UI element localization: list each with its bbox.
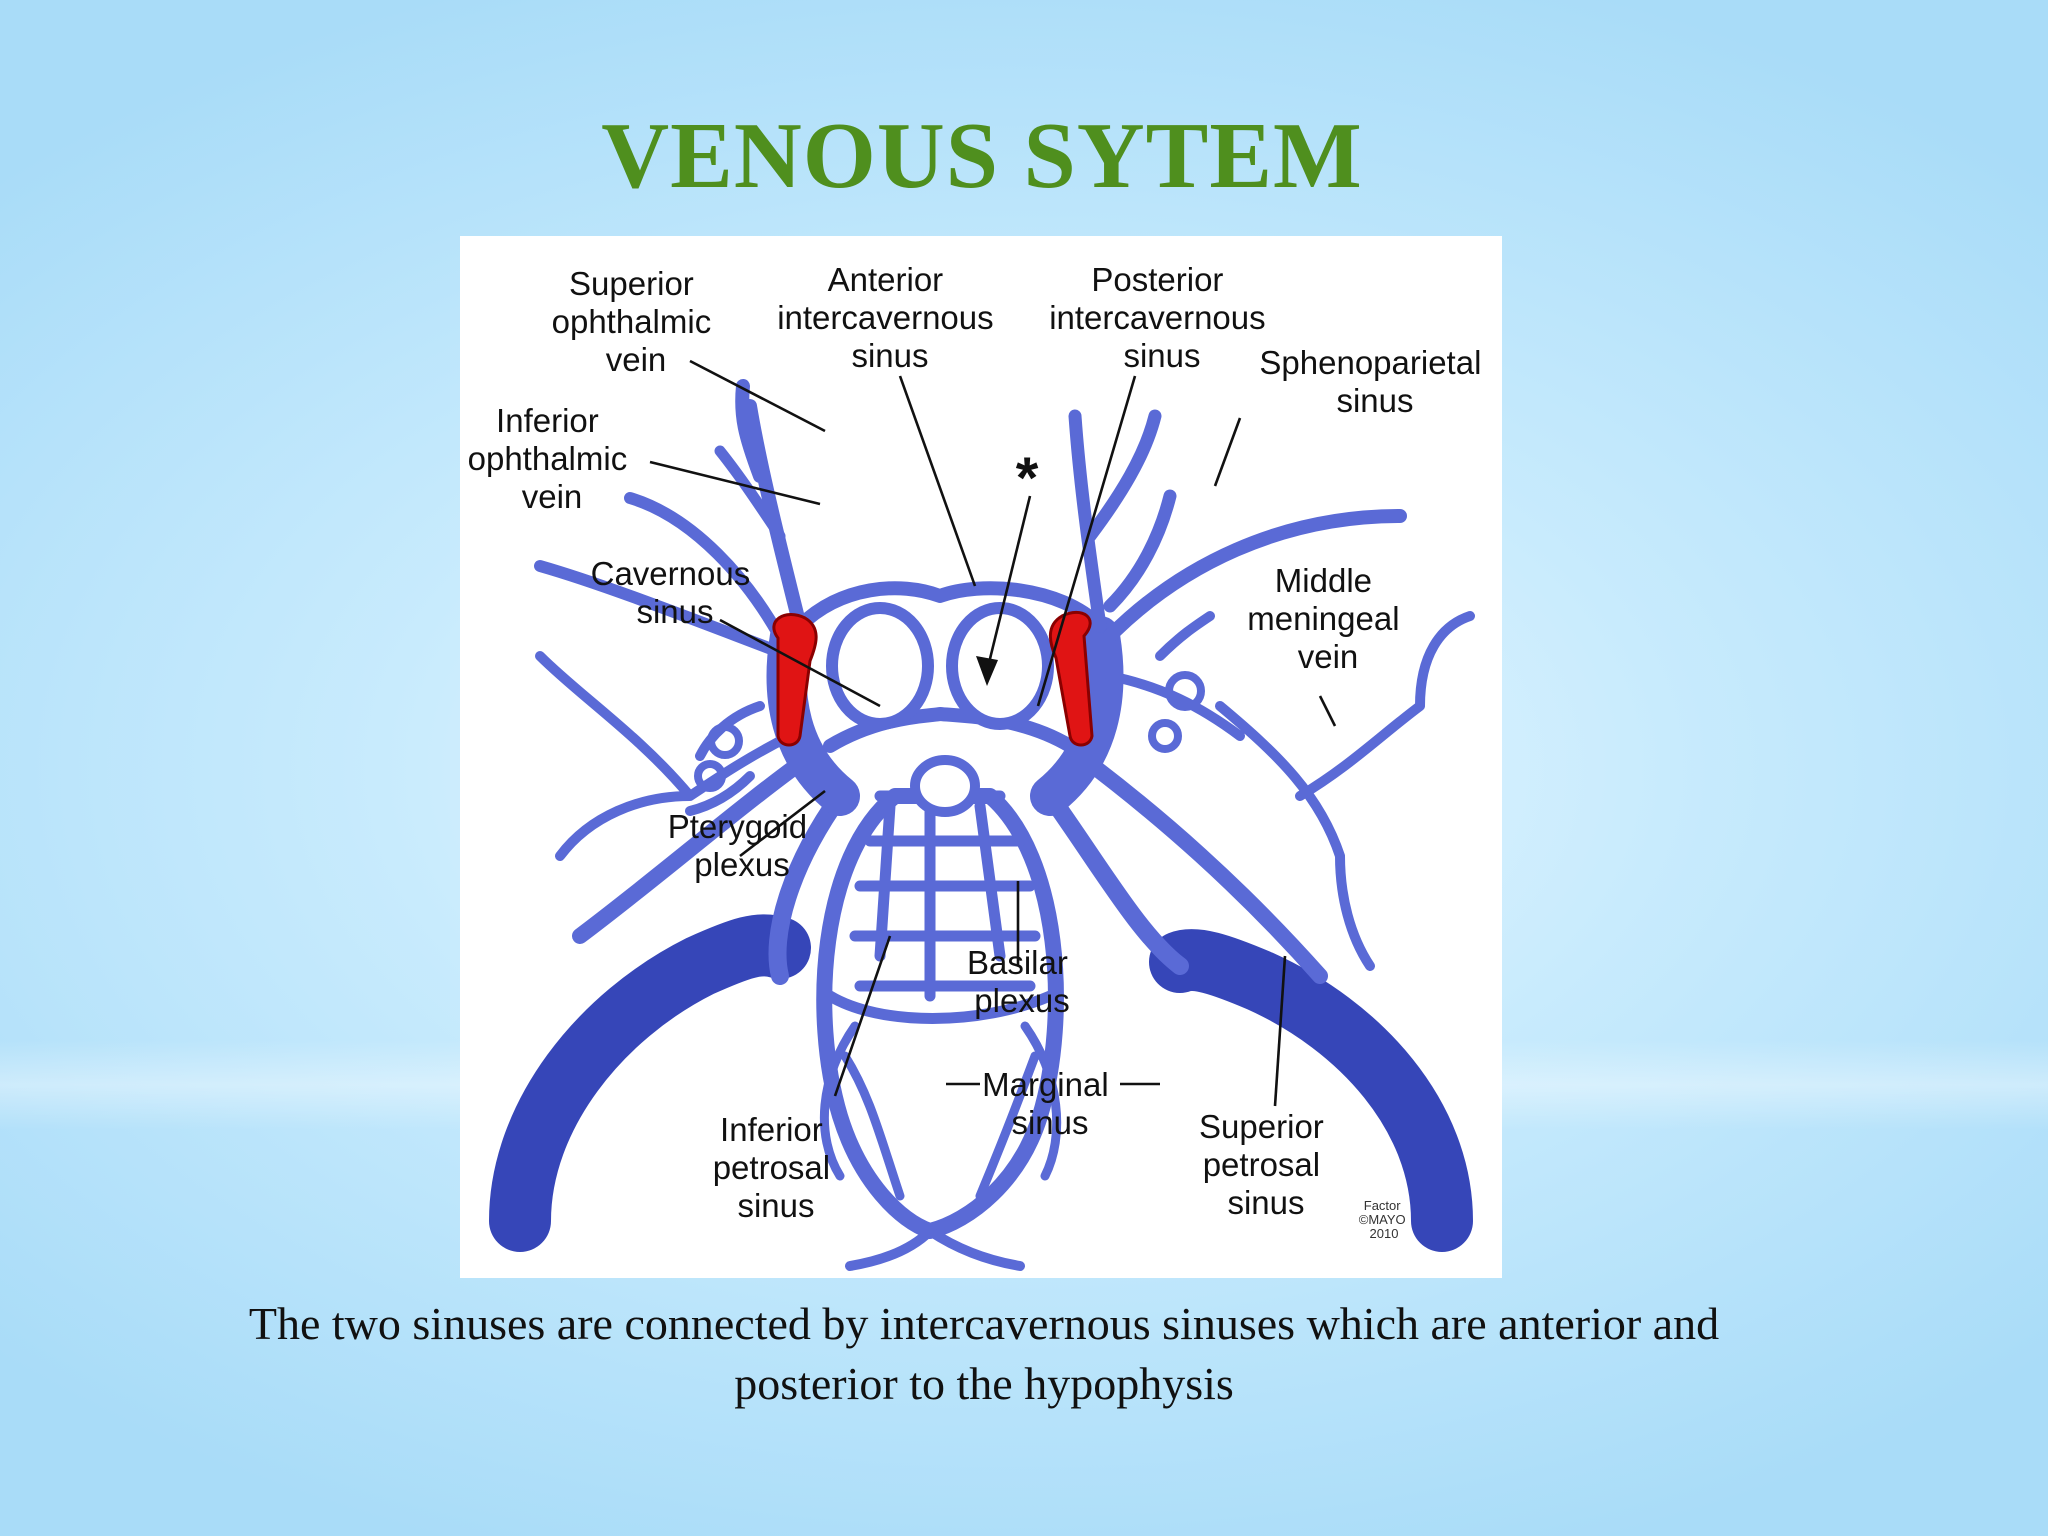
left-sphenoparietal-sinus <box>534 560 796 662</box>
label-anterior-intercavernous: Anterior intercavernous sinus <box>777 261 1003 374</box>
label-marginal: Marginal sinus <box>982 1066 1118 1141</box>
label-asterisk: * <box>1016 446 1039 511</box>
label-superior-petrosal: Superior petrosal sinus <box>1199 1108 1333 1221</box>
asterisk-arrowhead <box>976 656 998 686</box>
label-superior-ophthalmic: Superior ophthalmic vein <box>552 265 721 378</box>
leader-middle-meningeal <box>1318 695 1337 727</box>
right-superior-petrosal <box>1072 748 1328 984</box>
leader-superior-petrosal <box>1273 955 1287 1107</box>
marginal-mesh-left <box>819 1021 905 1201</box>
leader-inferior-petrosal <box>833 935 892 1097</box>
leader-inferior-ophthalmic <box>649 460 821 506</box>
left-superior-ophthalmic-vein <box>735 379 807 633</box>
middle-meningeal-vein <box>1105 611 1475 971</box>
label-basilar: Basilar plexus <box>967 944 1077 1019</box>
pterygoid-loop-2 <box>694 760 726 792</box>
label-cavernous: Cavernous sinus <box>591 555 760 630</box>
slide-caption: The two sinuses are connected by interca… <box>248 1298 1720 1409</box>
leader-anterior-intercavernous <box>898 375 977 587</box>
leader-pterygoid <box>739 789 826 858</box>
right-inferior-petrosal <box>1041 787 1189 975</box>
right-ophthalmic-veins <box>1068 409 1177 633</box>
label-middle-meningeal: Middle meningeal vein <box>1247 562 1408 675</box>
leader-superior-ophthalmic <box>689 359 826 433</box>
marginal-outlet <box>845 1226 1025 1271</box>
left-superior-petrosal <box>572 748 818 944</box>
hypophysis-window-left <box>826 602 934 730</box>
label-sphenoparietal: Sphenoparietal sinus <box>1259 344 1490 419</box>
left-inferior-petrosal <box>768 787 849 985</box>
meningeal-loop-1 <box>1165 671 1205 711</box>
left-superior-ophthalmic-branch <box>714 445 786 542</box>
leader-posterior-intercavernous <box>1036 375 1137 707</box>
venous-diagram: Superior ophthalmic vein Anterior interc… <box>460 236 1502 1278</box>
leader-cavernous <box>719 618 881 708</box>
anterior-intercavernous <box>793 581 1107 633</box>
label-posterior-intercavernous: Posterior intercavernous sinus <box>1049 261 1275 374</box>
meningeal-loop-2 <box>1148 719 1182 753</box>
hypophysis-window-right <box>946 602 1054 730</box>
right-cavernous-sinus <box>1030 616 1124 816</box>
leader-asterisk <box>985 495 1032 672</box>
right-carotid-artery <box>1048 610 1094 747</box>
pterygoid-loop-1 <box>707 723 743 759</box>
label-pterygoid: Pterygoid plexus <box>668 808 817 883</box>
slide-title: VENOUS SYTEM <box>601 104 1363 208</box>
venous-diagram-svg: Superior ophthalmic vein Anterior interc… <box>468 261 1490 1271</box>
central-gap <box>910 755 980 817</box>
right-sphenoparietal-sinus <box>1103 509 1407 643</box>
leader-sphenoparietal <box>1213 417 1242 487</box>
label-inferior-petrosal: Inferior petrosal sinus <box>713 1111 840 1224</box>
right-large-sinus <box>1149 929 1473 1252</box>
left-carotid-artery <box>772 613 818 747</box>
credit-mark: Factor ©MAYO 2010 <box>1359 1198 1410 1241</box>
left-large-sinus <box>489 914 811 1252</box>
label-inferior-ophthalmic: Inferior ophthalmic vein <box>468 402 637 515</box>
marginal-mesh-right <box>975 1021 1062 1201</box>
